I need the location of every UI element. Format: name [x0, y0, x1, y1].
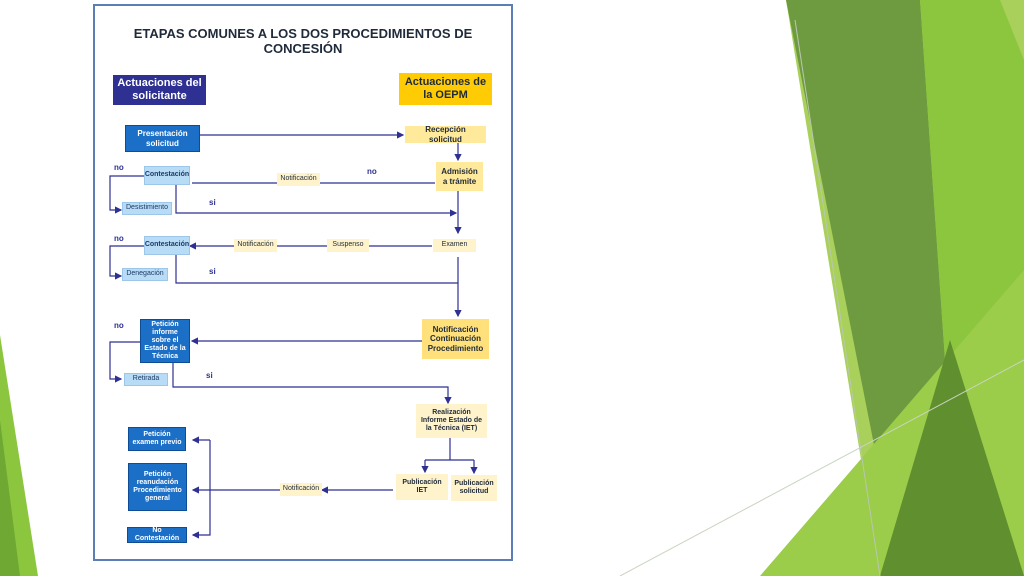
- box-suspenso: Suspenso: [327, 239, 369, 252]
- box-notificacion-1: Notificación: [277, 173, 320, 186]
- right-thin-line: [794, 19, 881, 576]
- box-examen: Examen: [433, 239, 476, 252]
- box-admision-tramite: Admisión a trámite: [436, 162, 483, 191]
- label-no-3: no: [114, 234, 124, 243]
- arrow-si-3: [172, 362, 452, 405]
- box-presentacion-solicitud: Presentación solicitud: [125, 125, 200, 152]
- arrow-no-retirada: [109, 341, 140, 383]
- arrow-no-desistimiento: [109, 175, 145, 214]
- label-si-1: si: [209, 198, 216, 207]
- box-recepcion-solicitud: Recepción solicitud: [405, 125, 486, 144]
- box-contestacion-1: Contestación: [144, 166, 190, 185]
- box-contestacion-2: Contestación: [144, 236, 190, 255]
- arrow-no-contestacion: [191, 440, 211, 539]
- box-notificacion-continuacion: Notificación Continuación Procedimiento: [422, 319, 489, 359]
- box-peticion-reanudacion: Petición reanudación Procedimiento gener…: [128, 463, 187, 511]
- box-peticion-iet: Petición informe sobre el Estado de la T…: [140, 319, 190, 363]
- label-no-1: no: [114, 163, 124, 172]
- box-retirada: Retirada: [124, 373, 168, 386]
- box-desistimiento: Desistimiento: [122, 202, 172, 215]
- title-line-2: CONCESIÓN: [263, 41, 343, 56]
- title-line-1: ETAPAS COMUNES A LOS DOS PROCEDIMIENTOS …: [133, 26, 473, 41]
- right-thin-line-2: [619, 359, 1024, 576]
- box-publicacion-iet: Publicación IET: [396, 474, 448, 500]
- label-si-2: si: [209, 267, 216, 276]
- arrow-si-2: [175, 254, 462, 318]
- left-dark-shard: [0, 420, 20, 576]
- label-no-2: no: [367, 167, 377, 176]
- box-notificacion-3: Notificación: [280, 483, 322, 496]
- arrow-si-1: [175, 185, 458, 217]
- box-notificacion-2: Notificación: [234, 239, 277, 252]
- header-solicitante: Actuaciones del solicitante: [113, 75, 206, 105]
- box-denegacion: Denegación: [122, 268, 168, 281]
- box-peticion-examen-previo: Petición examen previo: [128, 427, 186, 451]
- box-realizacion-iet: Realización Informe Estado de la Técnica…: [416, 404, 487, 438]
- label-si-3: si: [206, 371, 213, 380]
- box-publicacion-solicitud: Publicación solicitud: [451, 475, 497, 501]
- header-oepm: Actuaciones de la OEPM: [399, 73, 492, 105]
- label-no-4: no: [114, 321, 124, 330]
- box-no-contestacion: No Contestación: [127, 527, 187, 543]
- arrow-no-denegacion: [109, 245, 145, 280]
- right-bottom-dark: [880, 340, 1024, 576]
